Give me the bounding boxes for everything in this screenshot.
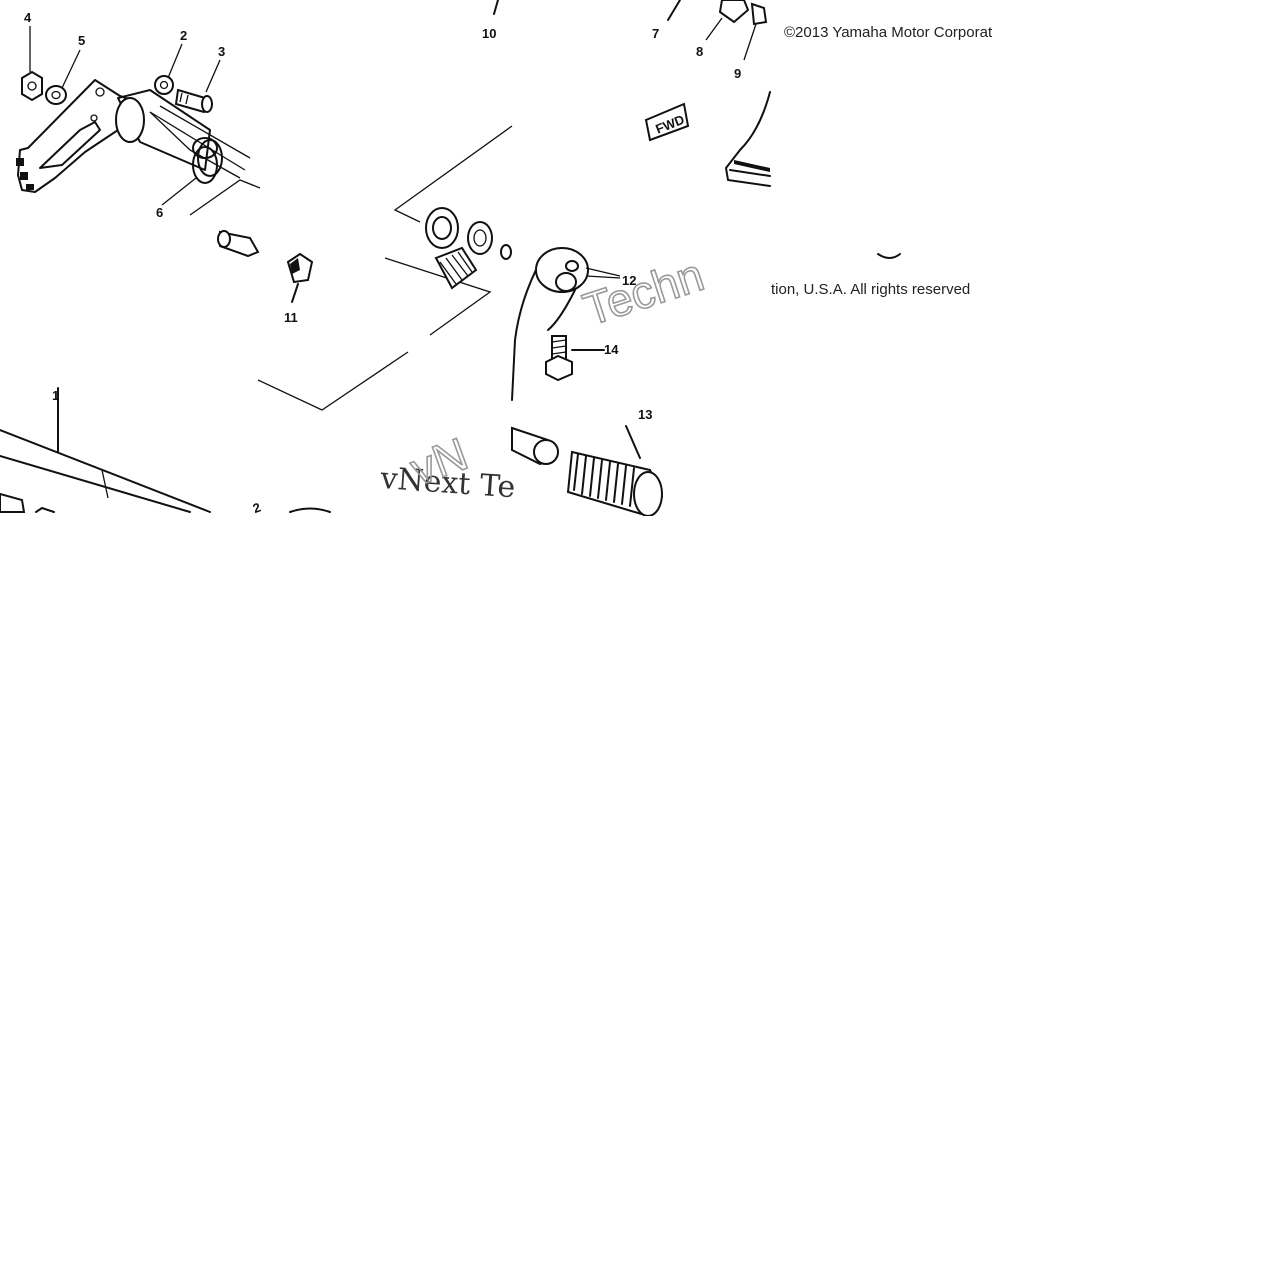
- box-outline-bottom: [257, 351, 409, 411]
- callout-1: 1: [52, 388, 59, 403]
- callout-3: 3: [218, 44, 225, 59]
- washer-part-2: [154, 75, 174, 95]
- callout-2: 2: [180, 28, 187, 43]
- seal-group: [257, 125, 513, 411]
- leader-7: [667, 0, 681, 21]
- oil-seal: [425, 207, 459, 249]
- washer-part-8: [705, 0, 750, 41]
- center-washer: [467, 221, 493, 255]
- lever-clamp-part-12: [535, 247, 589, 293]
- callout-11: 11: [284, 310, 298, 325]
- shift-arm-plate: [16, 79, 133, 193]
- bolt-part-14: [545, 335, 605, 382]
- footrest-bracket: [725, 91, 771, 187]
- callout-9: 9: [734, 66, 741, 81]
- stopper-pin: [217, 230, 260, 258]
- shift-arm-assembly: [16, 70, 314, 303]
- nut-part-4: [21, 70, 43, 102]
- callout-14: 14: [604, 342, 619, 357]
- clip-part-11: [286, 252, 314, 303]
- copyright-line-2: tion, U.S.A. All rights reserved: [771, 281, 970, 298]
- callout-12: 12: [622, 273, 636, 288]
- blank-area: [0, 516, 1285, 1285]
- clip-part-9: [743, 2, 768, 61]
- callout-6: 6: [156, 205, 163, 220]
- lever-arm-right-edge: [547, 289, 576, 331]
- callout-4: 4: [24, 10, 32, 25]
- washer-part-5: [45, 85, 67, 105]
- foot-rubber-part-13: [566, 425, 664, 518]
- callout-7: 7: [652, 26, 659, 41]
- leader-10: [493, 0, 499, 15]
- bolt-part-3: [174, 88, 213, 114]
- small-ring: [500, 244, 512, 260]
- callout-8: 8: [696, 44, 703, 59]
- callout-10: 10: [482, 26, 496, 41]
- needle-bearing: [434, 246, 478, 290]
- callout-13: 13: [638, 407, 652, 422]
- fwd-arrow: FWD: [644, 102, 690, 142]
- box-outline-top: [393, 125, 513, 223]
- shift-shaft-part-1: 2: [0, 387, 331, 516]
- upper-right-parts: FWD: [493, 0, 901, 259]
- spring-part-6: [149, 111, 241, 184]
- box-outline-mid: [384, 257, 492, 336]
- shift-pedal-assembly: [511, 247, 664, 518]
- callout-5: 5: [78, 33, 85, 48]
- curved-fragment: [877, 253, 901, 259]
- copyright-line-1: ©2013 Yamaha Motor Corporat: [784, 24, 993, 41]
- callout-labels: 4 5 2 3 6 1 10 7 8 9 11 12 14 13: [24, 10, 741, 422]
- bracket-outline: [189, 179, 261, 216]
- svg-text:2: 2: [251, 499, 263, 516]
- pedal-shaft: [511, 426, 559, 466]
